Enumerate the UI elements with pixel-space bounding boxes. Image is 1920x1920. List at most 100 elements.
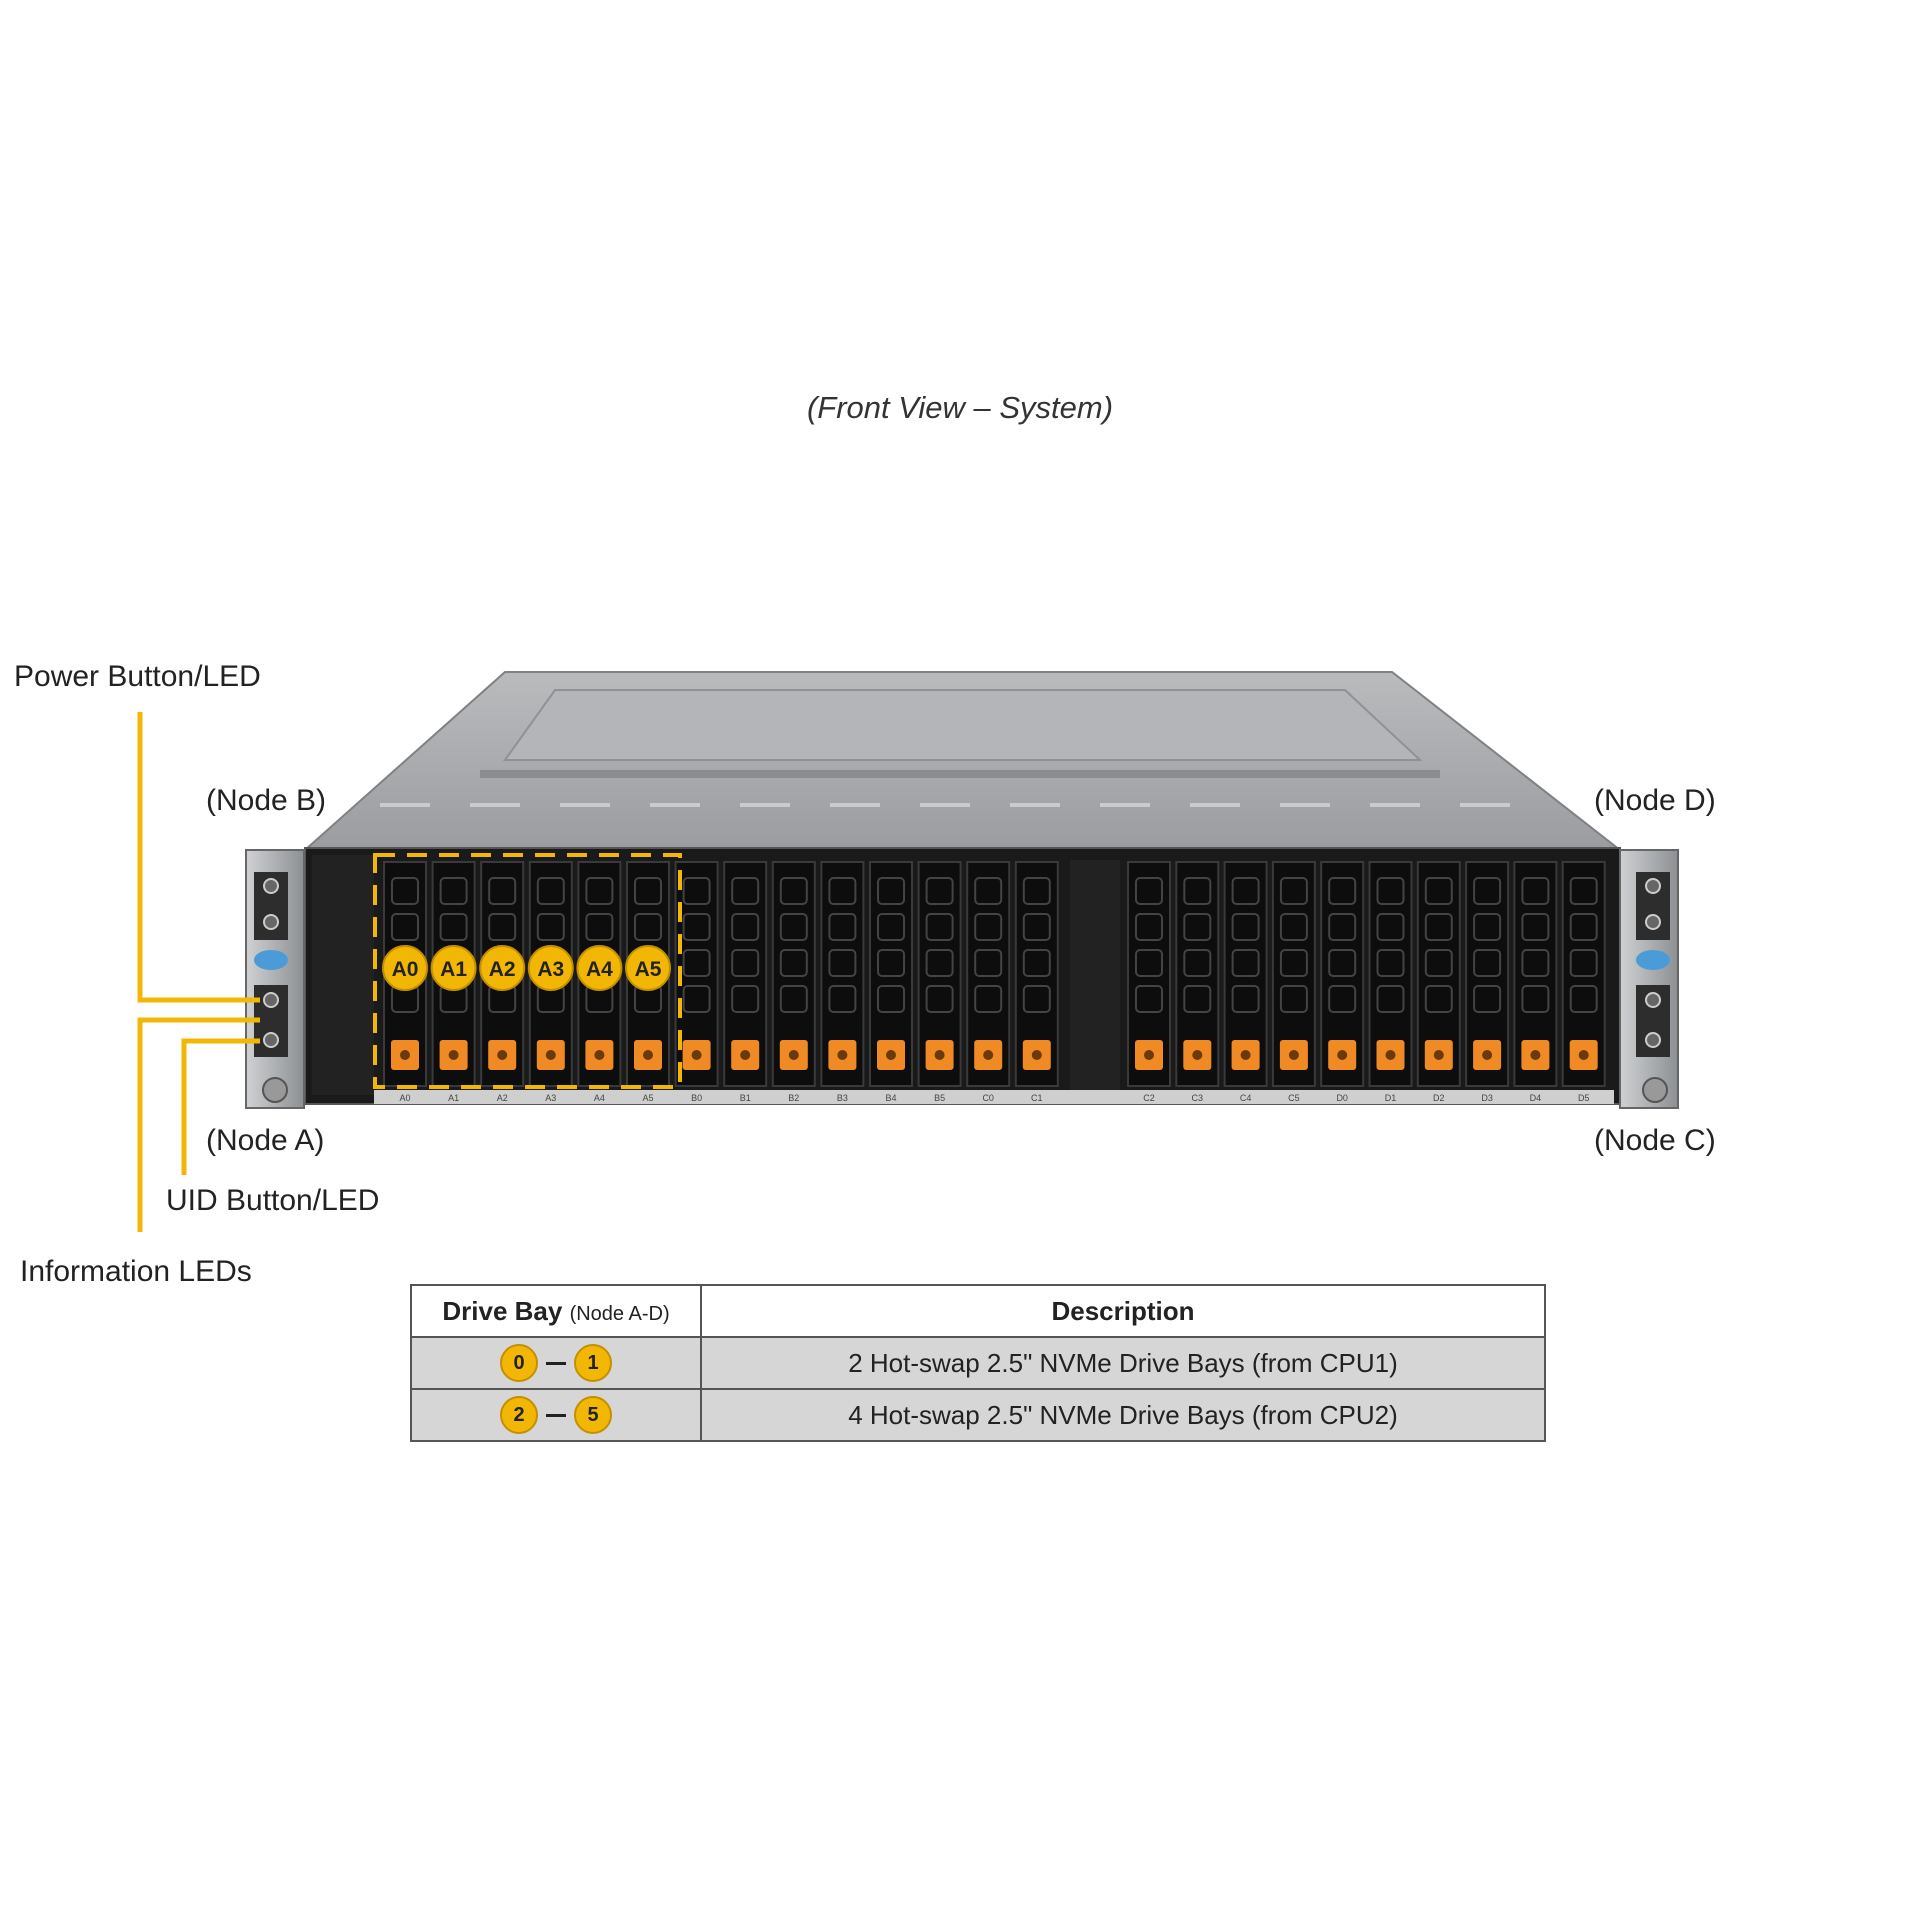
node-c-label: (Node C): [1594, 1124, 1716, 1157]
bay-label: B4: [885, 1093, 896, 1103]
drive-vent-slot: [1569, 949, 1598, 977]
node-a-uid-button-icon: [263, 1032, 279, 1048]
drive-vent-slot: [877, 949, 905, 977]
table-header-row: Drive Bay (Node A-D) Description: [410, 1284, 1546, 1338]
drive-vent-slot: [828, 985, 857, 1013]
latch-button-icon: [788, 1050, 799, 1060]
drive-vent-slot: [1521, 877, 1550, 905]
drive-vent-slot: [828, 877, 857, 905]
drive-vent-slot: [1473, 877, 1502, 905]
drive-vent-slot: [585, 913, 614, 941]
drive-vent-slot: [779, 949, 808, 977]
latch-button-icon: [448, 1050, 459, 1060]
drive-vent-slot: [1279, 985, 1308, 1013]
drive-vent-slot: [391, 913, 419, 941]
range-dash: [546, 1361, 566, 1365]
drive-vent-slot: [1424, 985, 1453, 1013]
drive-vent-slot: [1183, 913, 1212, 941]
drive-vent-slot: [925, 949, 954, 977]
bay-label: A5: [642, 1093, 653, 1103]
drive-bay: [1416, 861, 1461, 1087]
drive-vent-slot: [1569, 913, 1598, 941]
drive-bay-header-main: Drive Bay: [442, 1295, 563, 1326]
bay-label: C5: [1288, 1093, 1300, 1103]
latch-button-icon: [400, 1050, 410, 1060]
drive-vent-slot: [731, 877, 760, 905]
drive-bay: [1465, 861, 1510, 1087]
drive-vent-slot: [925, 877, 954, 905]
bay-label-strip: [374, 1090, 1614, 1104]
bay-badge: [625, 945, 671, 991]
drive-bay: [1513, 861, 1558, 1087]
node-d-uid-button-icon: [1645, 914, 1661, 930]
bay-badge-label: A1: [440, 958, 467, 981]
latch-button-icon: [1433, 1050, 1444, 1060]
latch-button-icon: [594, 1050, 605, 1060]
drive-vent-slot: [634, 913, 662, 941]
drive-vent-slot: [779, 913, 808, 941]
bay-label: D0: [1336, 1093, 1348, 1103]
drive-vent-slot: [1521, 913, 1550, 941]
bay-label: D5: [1578, 1093, 1590, 1103]
latch-button-icon: [1530, 1050, 1541, 1060]
drive-bay: [917, 861, 962, 1087]
bay-label: D4: [1530, 1093, 1542, 1103]
bay-label: C3: [1192, 1093, 1204, 1103]
drive-vent-slot: [1231, 877, 1260, 905]
bay-label: C1: [1031, 1093, 1043, 1103]
latch-button-icon: [1192, 1050, 1203, 1060]
chassis-top-rail: [480, 770, 1440, 778]
drive-bay: [966, 861, 1011, 1087]
chassis-top-panel: [503, 689, 1423, 761]
info-callout-line: [137, 1017, 260, 1232]
node-d-power-button-icon: [1645, 878, 1661, 894]
drive-vent-slot: [1135, 877, 1163, 905]
drive-bay: [723, 861, 768, 1087]
latch-button-icon: [740, 1050, 751, 1060]
node-a-power-button-icon: [263, 992, 279, 1008]
drive-bay: [869, 861, 913, 1087]
drive-vent-slot: [1376, 913, 1405, 941]
node-b-uid-button-icon: [263, 914, 279, 930]
drive-vent-slot: [1279, 877, 1308, 905]
drive-vent-slot: [536, 877, 565, 905]
drive-vent-slot: [974, 877, 1003, 905]
bay-label: D2: [1433, 1093, 1445, 1103]
drive-vent-slot: [828, 949, 857, 977]
node-d-label: (Node D): [1594, 784, 1716, 817]
drive-bay: [1271, 861, 1316, 1087]
drive-vent-slot: [1231, 913, 1260, 941]
drive-bay: [1320, 861, 1365, 1087]
drive-vent-slot: [731, 985, 760, 1013]
drive-vent-slot: [1022, 913, 1051, 941]
drive-vent-slot: [1135, 985, 1163, 1013]
drive-vent-slot: [779, 985, 808, 1013]
drive-bay: [1127, 861, 1171, 1087]
description-header: Description: [700, 1284, 1546, 1338]
drive-bay-description: 4 Hot-swap 2.5" NVMe Drive Bays (from CP…: [700, 1388, 1546, 1442]
drive-vent-slot: [1022, 877, 1051, 905]
drive-vent-slot: [877, 985, 905, 1013]
bay-label: C2: [1143, 1093, 1155, 1103]
front-vent-center: [1070, 860, 1120, 1090]
drive-vent-slot: [1279, 949, 1308, 977]
power-button-label: Power Button/LED: [14, 660, 261, 693]
latch-button-icon: [1288, 1050, 1299, 1060]
drive-vent-slot: [1473, 913, 1502, 941]
drive-bay-header-sub: (Node A-D): [569, 1302, 670, 1325]
bay-badge: [430, 945, 477, 991]
figure-title: (Front View – System): [806, 390, 1114, 425]
node-a-label: (Node A): [206, 1124, 325, 1157]
drive-bay-description: 2 Hot-swap 2.5" NVMe Drive Bays (from CP…: [700, 1336, 1546, 1390]
drive-bay: [1561, 861, 1606, 1087]
drive-vent-slot: [1231, 985, 1260, 1013]
latch-button-icon: [1385, 1050, 1396, 1060]
bay-label: B3: [837, 1093, 848, 1103]
drive-vent-slot: [1424, 913, 1453, 941]
drive-vent-slot: [1376, 877, 1405, 905]
bay-label: B2: [788, 1093, 799, 1103]
drive-vent-slot: [925, 985, 954, 1013]
node-c-power-button-icon: [1645, 992, 1661, 1008]
